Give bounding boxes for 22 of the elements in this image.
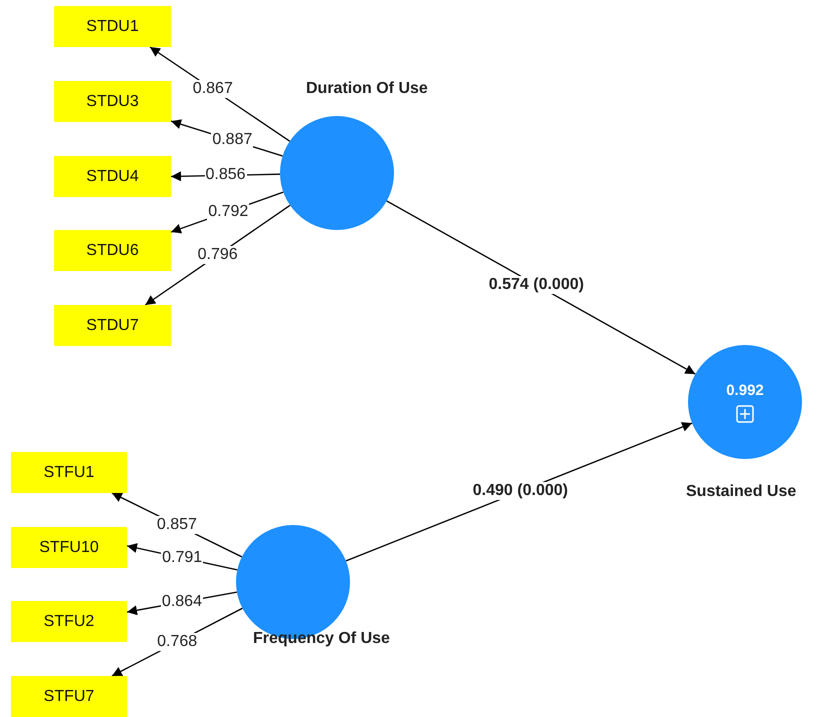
construct-label: Sustained Use	[686, 483, 796, 501]
path-coefficient: 0.490 (0.000)	[472, 482, 569, 500]
indicator-box: STDU1	[54, 6, 171, 47]
path-coefficient: 0.574 (0.000)	[488, 276, 585, 294]
arrow	[386, 200, 696, 375]
construct-label: Duration Of Use	[306, 80, 428, 98]
r-squared-value: 0.992	[726, 382, 764, 398]
indicator-box: STDU6	[54, 230, 171, 271]
indicator-box: STDU4	[54, 156, 171, 197]
outer-loading: 0.768	[156, 633, 198, 652]
outer-loading: 0.867	[192, 80, 234, 98]
indicator-box: STFU1	[11, 452, 127, 493]
construct-label: Frequency Of Use	[253, 630, 390, 648]
outer-loading: 0.792	[207, 202, 250, 221]
outer-loading: 0.796	[196, 246, 239, 264]
outer-loading: 0.857	[156, 516, 198, 534]
indicator-box: STDU3	[54, 81, 171, 122]
indicator-box: STFU10	[11, 527, 127, 568]
indicator-box: STFU2	[11, 601, 127, 642]
indicator-box: STFU7	[11, 676, 127, 717]
indicator-box: STDU7	[54, 305, 171, 346]
outer-loading: 0.887	[211, 131, 254, 150]
